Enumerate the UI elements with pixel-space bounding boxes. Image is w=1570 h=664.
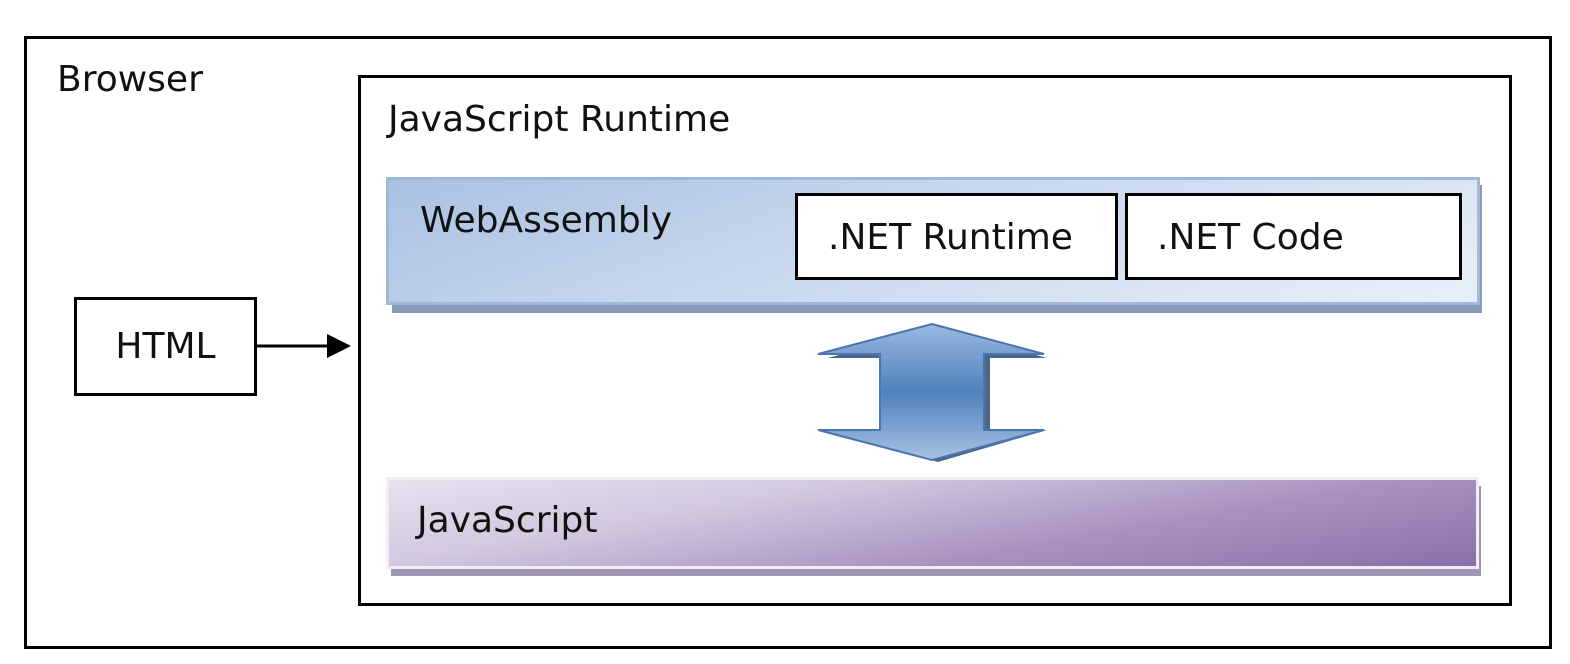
html-label: HTML [115, 325, 216, 367]
browser-label: Browser [57, 59, 203, 100]
javascript-band [386, 477, 1479, 569]
net-code-box [1125, 193, 1462, 280]
net-runtime-label: .NET Runtime [828, 217, 1073, 258]
bidirectional-arrow-icon [817, 322, 1047, 462]
net-runtime-box [795, 193, 1118, 280]
webassembly-label: WebAssembly [420, 200, 672, 241]
html-to-runtime-arrow-icon [255, 334, 351, 358]
javascript-runtime-label: JavaScript Runtime [388, 99, 731, 140]
net-code-label: .NET Code [1157, 217, 1344, 258]
javascript-label: JavaScript [417, 500, 598, 541]
html-box: HTML [74, 297, 257, 396]
